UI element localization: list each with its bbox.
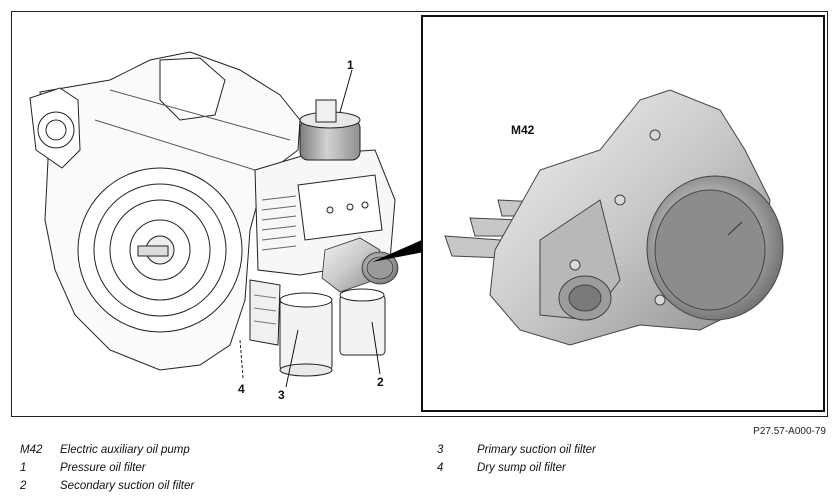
dry-sump-filter — [249, 279, 281, 346]
legend-label: Electric auxiliary oil pump — [60, 444, 190, 456]
legend-label: Secondary suction oil filter — [60, 480, 195, 492]
callout-2: 2 — [377, 375, 384, 389]
legend-label: Pressure oil filter — [60, 462, 146, 474]
legend-key: 3 — [437, 444, 444, 456]
mounted-pump-small — [321, 237, 399, 293]
callout-m42: M42 — [511, 123, 535, 137]
callout-3: 3 — [278, 388, 285, 402]
figure-reference-code: P27.57-A000-79 — [753, 426, 826, 437]
legend-key: 2 — [20, 480, 27, 492]
legend-label: Primary suction oil filter — [477, 444, 596, 456]
legend-key: 1 — [20, 462, 27, 474]
legend-left: M42 Electric auxiliary oil pump 1 Pressu… — [20, 444, 400, 500]
legend-label: Dry sump oil filter — [477, 462, 566, 474]
torque-converter — [77, 167, 243, 333]
legend-right: 3 Primary suction oil filter 4 Dry sump … — [437, 444, 817, 484]
legend-key: 4 — [437, 462, 444, 474]
secondary-suction-filter — [339, 288, 386, 356]
callout-4: 4 — [238, 382, 245, 396]
legend-key: M42 — [20, 444, 43, 456]
pressure-oil-filter — [299, 99, 361, 161]
callout-1: 1 — [347, 58, 354, 72]
